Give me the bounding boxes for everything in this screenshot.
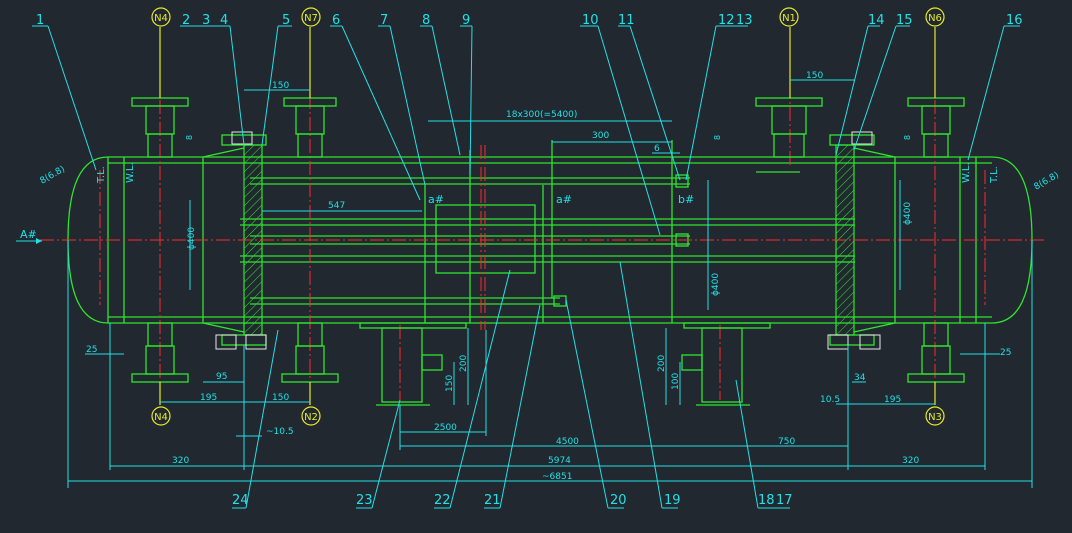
- part-number-10: 10: [582, 13, 599, 28]
- part-number-6: 6: [332, 13, 340, 28]
- dim-200-left: 200: [459, 355, 469, 372]
- part-number-2: 2: [182, 13, 190, 28]
- dim-6851: ~6851: [542, 472, 572, 482]
- dim-150-top: 150: [272, 81, 289, 91]
- svg-text:N7: N7: [304, 13, 318, 24]
- nozzle-tag-n3: N3: [925, 406, 945, 426]
- nozzle-bottom-n2: [281, 322, 339, 383]
- dim-150-right: 150: [806, 71, 823, 81]
- svg-text:N1: N1: [782, 13, 796, 24]
- dim-320-right: 320: [902, 456, 919, 466]
- svg-text:N2: N2: [304, 412, 318, 423]
- tangent-line-right: T.L.: [989, 166, 1000, 184]
- svg-text:N3: N3: [928, 412, 942, 423]
- part-number-5: 5: [282, 13, 290, 28]
- center-lines: [40, 85, 1045, 400]
- dimension-lines: [16, 79, 1033, 488]
- part-number-1: 1: [36, 13, 44, 28]
- part-numbers: 1 2 3 4 5 6 7 8 9 10 11 12 13 14 15 16 1…: [36, 13, 1023, 508]
- dim-400-left: ϕ400: [187, 227, 197, 250]
- part-number-21: 21: [484, 493, 501, 508]
- part-number-16: 16: [1006, 13, 1023, 28]
- svg-text:N4: N4: [154, 412, 168, 423]
- thickness-left: 8(6.8): [39, 164, 67, 186]
- dim-baffle-pitch: 18x300(=5400): [506, 110, 577, 120]
- nozzle-tag-n2: N2: [301, 406, 321, 426]
- dim-10-5-right: 10.5: [820, 395, 840, 405]
- dim-10-5-left: ~10.5: [266, 427, 294, 437]
- dim-25-right: 25: [1000, 348, 1011, 358]
- nozzle-tag-n4-top: N4: [151, 7, 171, 27]
- part-number-14: 14: [868, 13, 885, 28]
- nozzle-tag-n7: N7: [301, 7, 321, 27]
- dim-8-left: 8: [185, 135, 194, 140]
- part-number-19: 19: [664, 493, 681, 508]
- nozzle-bottom-n3: [907, 322, 965, 383]
- part-number-13: 13: [736, 13, 753, 28]
- dim-8-mid: 8: [713, 135, 722, 140]
- dim-25-left: 25: [86, 345, 97, 355]
- dim-6: 6: [654, 144, 660, 154]
- nozzle-top-n1: [755, 97, 823, 158]
- dim-34: 34: [854, 373, 866, 383]
- tube-bundle: [240, 140, 855, 323]
- dim-400-mid: ϕ400: [711, 273, 721, 296]
- view-mark: A#: [20, 228, 37, 241]
- nozzle-tag-n1: N1: [779, 7, 799, 27]
- dim-5974: 5974: [548, 456, 571, 466]
- nozzle-tag-n4-bottom: N4: [151, 406, 171, 426]
- labels: A# a# a# b# T.L. W.L. W.L. T.L. 8(6.8) 8…: [20, 162, 1061, 241]
- dim-4500: 4500: [556, 437, 579, 447]
- dim-95: 95: [216, 372, 227, 382]
- dim-150-bottom: 150: [272, 393, 289, 403]
- dim-547: 547: [328, 201, 345, 211]
- tangent-line-left: T.L.: [96, 166, 107, 184]
- dimension-text: 18x300(=5400) 150 150 300 6 547 8 8 8 ϕ4…: [86, 71, 1011, 482]
- part-number-24: 24: [232, 493, 249, 508]
- nozzle-tag-n6: N6: [925, 7, 945, 27]
- dim-2500: 2500: [434, 423, 457, 433]
- dim-195-right: 195: [884, 395, 901, 405]
- section-mark-b: b#: [678, 193, 694, 206]
- section-mark-a-left: a#: [428, 193, 444, 206]
- dim-320-left: 320: [172, 456, 189, 466]
- flange-bolts: [215, 131, 881, 350]
- nozzle-top-n6: [907, 97, 965, 158]
- part-number-7: 7: [380, 13, 388, 28]
- svg-text:N4: N4: [154, 13, 168, 24]
- dim-300: 300: [592, 131, 609, 141]
- part-number-22: 22: [434, 493, 451, 508]
- leader-lines: [32, 25, 1020, 509]
- part-number-8: 8: [422, 13, 430, 28]
- part-number-3: 3: [202, 13, 210, 28]
- part-number-15: 15: [896, 13, 913, 28]
- saddles: [359, 322, 771, 406]
- section-mark-a-right: a#: [556, 193, 572, 206]
- part-number-4: 4: [220, 13, 228, 28]
- dim-150-saddle: 150: [445, 375, 455, 392]
- dim-750: 750: [778, 437, 795, 447]
- nozzle-tags: N4 N7 N1 N6 N4 N2 N3: [151, 7, 945, 426]
- svg-text:N6: N6: [928, 13, 942, 24]
- nozzles: [131, 27, 965, 405]
- part-number-12: 12: [718, 13, 735, 28]
- dim-200-right: 200: [657, 355, 667, 372]
- part-number-9: 9: [462, 13, 470, 28]
- weld-line-left: W.L.: [125, 162, 136, 183]
- part-number-23: 23: [356, 493, 373, 508]
- dim-400-right: ϕ400: [903, 202, 913, 225]
- thickness-right: 8(6.8): [1033, 170, 1061, 192]
- part-number-17: 17: [776, 493, 793, 508]
- nozzle-bottom-n4: [131, 322, 189, 383]
- part-number-11: 11: [618, 13, 635, 28]
- dim-195-left: 195: [200, 393, 217, 403]
- part-number-18: 18: [758, 493, 775, 508]
- part-number-20: 20: [610, 493, 627, 508]
- dim-100: 100: [671, 373, 681, 390]
- weld-line-right: W.L.: [961, 162, 972, 183]
- dim-8-right: 8: [903, 135, 912, 140]
